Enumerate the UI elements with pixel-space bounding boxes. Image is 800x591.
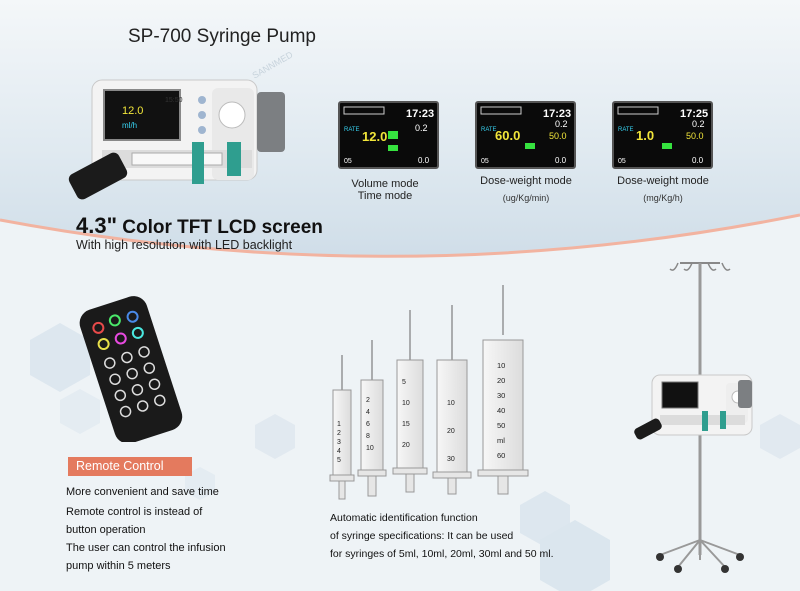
svg-text:60.0: 60.0 bbox=[495, 128, 520, 143]
mode-label-2: Dose-weight mode (ug/Kg/min) bbox=[466, 175, 586, 203]
svg-text:0.2: 0.2 bbox=[415, 123, 428, 133]
mode-3-sub: (mg/Kg/h) bbox=[643, 193, 683, 203]
svg-text:RATE: RATE bbox=[481, 127, 497, 133]
svg-text:05: 05 bbox=[344, 158, 352, 165]
lcd-screen-dose-weight-mgkgh: 17:25 RATE 1.0 0.2 50.0 05 0.0 bbox=[612, 101, 713, 169]
svg-text:17:23: 17:23 bbox=[543, 108, 571, 120]
product-title: SP-700 Syringe Pump bbox=[128, 26, 316, 47]
mode-label-3: Dose-weight mode (mg/Kg/h) bbox=[603, 175, 723, 203]
svg-text:0.0: 0.0 bbox=[555, 156, 567, 165]
mode-2-line1: Dose-weight mode bbox=[480, 175, 572, 187]
svg-text:12.0: 12.0 bbox=[362, 129, 387, 144]
svg-text:50.0: 50.0 bbox=[686, 131, 704, 141]
auto-id-line-2: of syringe specifications: It can be use… bbox=[330, 530, 514, 542]
banner-curve bbox=[0, 213, 800, 280]
mode-2-sub: (ug/Kg/min) bbox=[502, 193, 550, 203]
mode-1-line2: Time mode bbox=[357, 190, 413, 202]
svg-text:0.0: 0.0 bbox=[692, 156, 704, 165]
auto-id-line-3: for syringes of 5ml, 10ml, 20ml, 30ml an… bbox=[330, 548, 554, 560]
remote-control-image bbox=[79, 296, 183, 442]
lcd-headline-text: Color TFT LCD screen bbox=[117, 217, 323, 238]
lcd-screen-volume-mode: 17:23 RATE 12.0 0.2 05 0.0 bbox=[338, 101, 439, 169]
svg-text:0.0: 0.0 bbox=[418, 156, 430, 165]
svg-text:05: 05 bbox=[481, 158, 489, 165]
svg-text:RATE: RATE bbox=[618, 127, 634, 133]
svg-text:17:25: 17:25 bbox=[680, 108, 708, 120]
lcd-screen-dose-weight-ugkgmin: 17:23 RATE 60.0 0.2 50.0 05 0.0 bbox=[475, 101, 576, 169]
svg-text:ml/h: ml/h bbox=[122, 121, 137, 130]
lcd-headline: 4.3" Color TFT LCD screen bbox=[76, 213, 323, 239]
mode-1-line1: Volume mode bbox=[351, 178, 419, 190]
lcd-subline: With high resolution with LED backlight bbox=[76, 238, 293, 252]
auto-id-line-1: Automatic identification function bbox=[330, 512, 478, 524]
lcd-size: 4.3" bbox=[76, 213, 118, 238]
mode-label-1: Volume mode Time mode bbox=[330, 178, 440, 202]
syringes-image bbox=[329, 285, 529, 500]
syringe-pump-image: 12.0 ml/h bbox=[68, 79, 285, 200]
svg-text:17:23: 17:23 bbox=[406, 108, 434, 120]
mode-3-line1: Dose-weight mode bbox=[617, 175, 709, 187]
pump-display-time: 15:50 bbox=[165, 97, 183, 104]
iv-pole-pump-image bbox=[634, 262, 753, 573]
remote-line-4: The user can control the infusion bbox=[66, 542, 226, 554]
svg-text:RATE: RATE bbox=[344, 127, 360, 133]
remote-control-badge: Remote Control bbox=[68, 457, 192, 476]
svg-text:1.0: 1.0 bbox=[636, 128, 654, 143]
decorative-hexagons bbox=[30, 323, 800, 591]
remote-line-5: pump within 5 meters bbox=[66, 560, 171, 572]
svg-text:50.0: 50.0 bbox=[549, 131, 567, 141]
svg-text:0.2: 0.2 bbox=[555, 119, 568, 129]
svg-text:12.0: 12.0 bbox=[122, 105, 143, 117]
svg-text:0.2: 0.2 bbox=[692, 119, 705, 129]
remote-line-1: More convenient and save time bbox=[66, 486, 219, 498]
svg-text:05: 05 bbox=[618, 158, 626, 165]
remote-line-2: Remote control is instead of bbox=[66, 506, 203, 518]
remote-line-3: button operation bbox=[66, 524, 146, 536]
